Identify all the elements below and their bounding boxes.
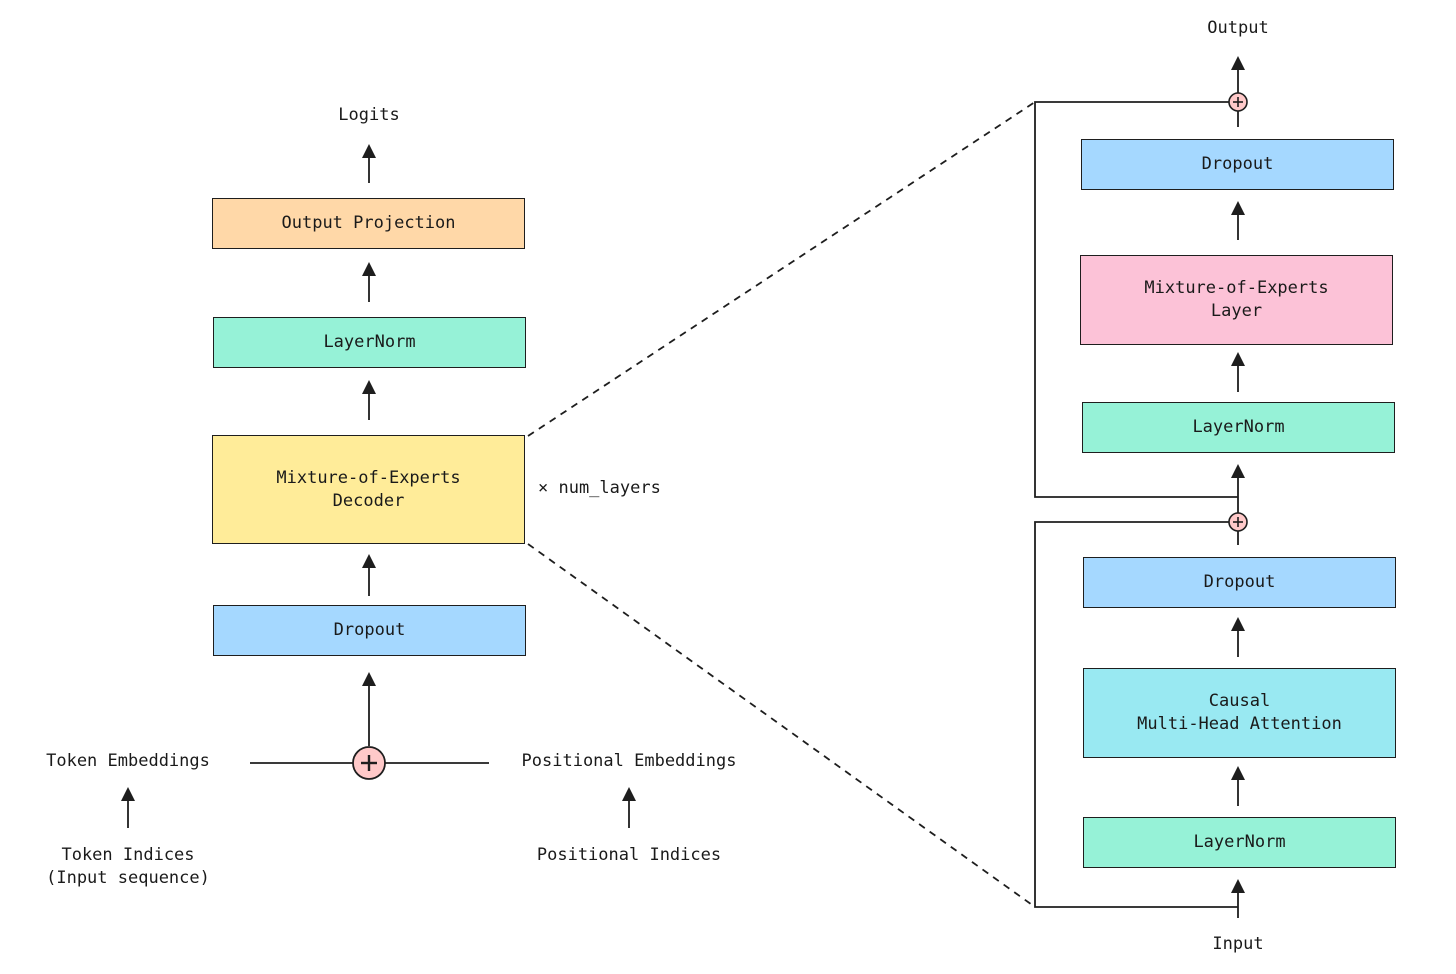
add-node-embeddings <box>352 746 386 780</box>
arrowhead <box>362 380 376 394</box>
num-layers-label: × num_layers <box>538 478 661 498</box>
arrowhead <box>1231 617 1245 631</box>
moe-decoder-block: Mixture-of-Experts Decoder <box>212 435 525 544</box>
token-indices-label: Token Indices (Input sequence) <box>46 845 210 888</box>
layernorm-block: LayerNorm <box>213 317 526 368</box>
arrowhead <box>362 672 376 686</box>
output-projection-block: Output Projection <box>212 198 525 249</box>
arrowhead <box>1231 56 1245 70</box>
dropout-block: Dropout <box>213 605 526 656</box>
arrowhead <box>362 554 376 568</box>
residual-path-top <box>1034 101 1238 498</box>
arrowhead <box>622 787 636 801</box>
arrowhead <box>362 262 376 276</box>
arrowhead <box>1231 879 1245 893</box>
token-embeddings-label: Token Embeddings <box>46 751 210 771</box>
arrowhead <box>1231 766 1245 780</box>
residual-path-bottom <box>1034 521 1238 908</box>
layernorm-top-block: LayerNorm <box>1082 402 1395 453</box>
add-node-residual-top <box>1228 92 1248 112</box>
arrowhead <box>1231 201 1245 215</box>
input-label: Input <box>1212 934 1264 954</box>
positional-embeddings-label: Positional Embeddings <box>521 751 737 771</box>
causal-attention-block: Causal Multi-Head Attention <box>1083 668 1396 758</box>
dropout-bottom-block: Dropout <box>1083 557 1396 608</box>
moe-layer-block: Mixture-of-Experts Layer <box>1080 255 1393 345</box>
arrowhead <box>1231 464 1245 478</box>
arrowhead <box>1231 352 1245 366</box>
add-node-residual-bottom <box>1228 512 1248 532</box>
arrowhead <box>121 787 135 801</box>
output-label: Output <box>1207 18 1269 38</box>
layernorm-bottom-block: LayerNorm <box>1083 817 1396 868</box>
positional-indices-label: Positional Indices <box>536 845 722 865</box>
dropout-top-block: Dropout <box>1081 139 1394 190</box>
zoom-line-top <box>527 101 1036 437</box>
arrowhead <box>362 144 376 158</box>
logits-label: Logits <box>338 105 400 125</box>
